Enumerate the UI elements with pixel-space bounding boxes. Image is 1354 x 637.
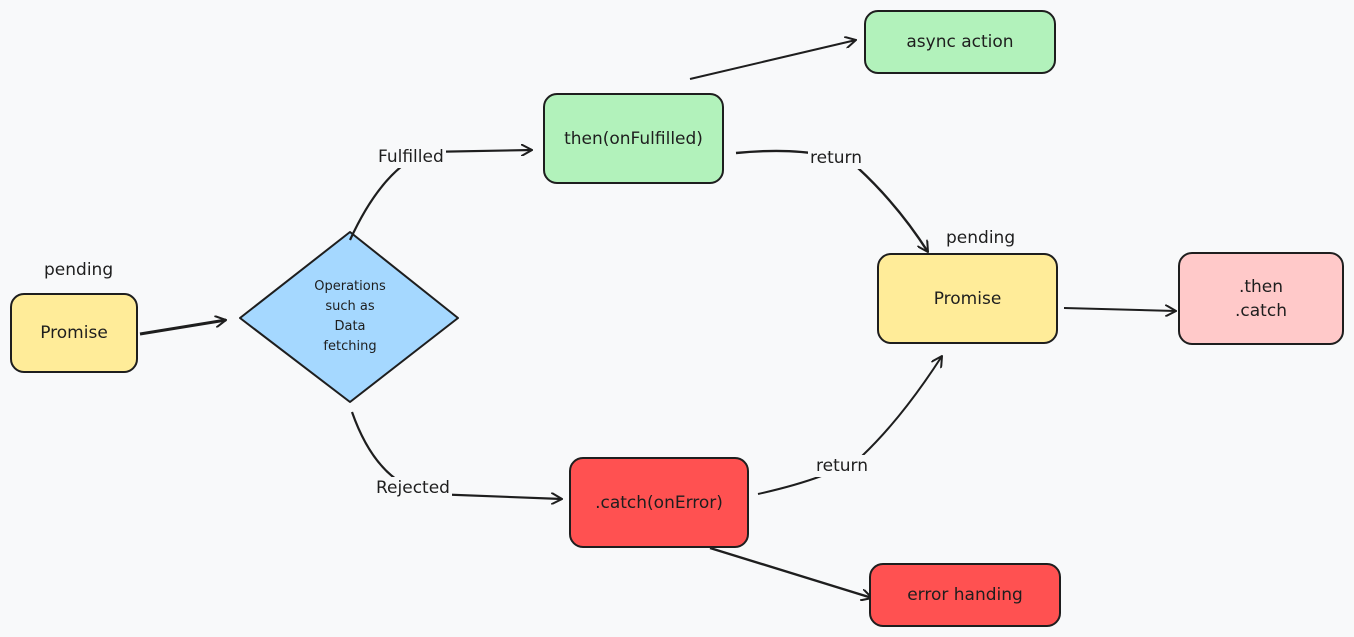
arrow-promise-to-chain <box>1063 308 1176 311</box>
arrow-then-to-async <box>689 40 856 80</box>
async-action-node: async action <box>864 10 1056 74</box>
arrow-promise-to-decision <box>139 320 226 336</box>
result-promise-node: Promise <box>877 253 1058 344</box>
decision-diamond <box>239 231 459 403</box>
result-state-label: pending <box>944 227 1018 249</box>
decision-text: Operations such as Data fetching <box>314 279 386 354</box>
fulfilled-edge-label: Fulfilled <box>376 146 446 168</box>
rejected-edge-label: Rejected <box>374 477 452 499</box>
then-node: then(onFulfilled) <box>543 93 724 184</box>
catch-node: .catch(onError) <box>569 457 749 548</box>
return-top-label: return <box>808 147 864 169</box>
return-bottom-label: return <box>814 455 870 477</box>
then-catch-node: .then .catch <box>1178 252 1344 345</box>
error-handing-node: error handing <box>869 563 1061 627</box>
start-state-label: pending <box>42 259 116 281</box>
arrow-catch-to-error <box>709 546 872 598</box>
start-promise-node: Promise <box>10 293 138 373</box>
